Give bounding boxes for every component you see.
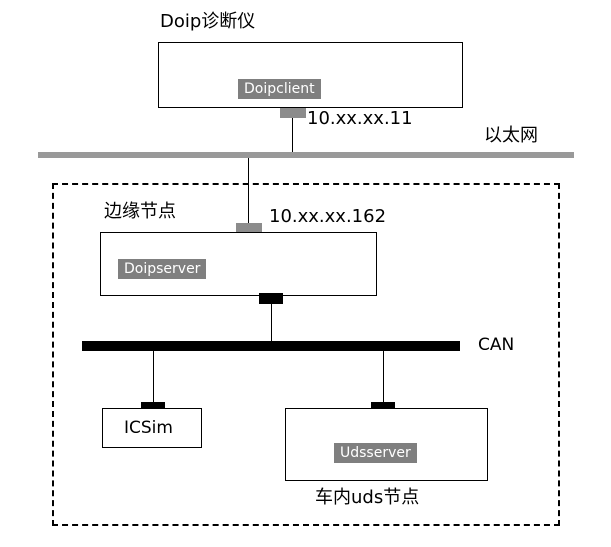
client-ethernet-link (292, 118, 293, 154)
ethernet-bus (38, 152, 574, 158)
edge-ip-label: 10.xx.xx.162 (269, 206, 387, 227)
doipserver-tag: Doipserver (118, 259, 207, 279)
edge-node-title: 边缘节点 (104, 201, 176, 222)
icsim-can-link (153, 351, 154, 402)
icsim-label: ICSim (124, 418, 173, 438)
can-label: CAN (478, 335, 515, 355)
edge-ethernet-link (248, 158, 249, 223)
ethernet-label: 以太网 (484, 125, 538, 146)
client-ip-label: 10.xx.xx.11 (307, 108, 413, 129)
udsserver-tag: Udsserver (334, 443, 417, 463)
diagnostic-tool-title: Doip诊断仪 (160, 11, 256, 32)
doipclient-tag: Doipclient (238, 79, 321, 99)
icsim-can-port (141, 402, 165, 413)
uds-can-link (383, 351, 384, 402)
uds-can-port (371, 402, 395, 413)
client-ethernet-port (280, 108, 306, 118)
icsim-box (102, 408, 202, 448)
edge-can-link (271, 304, 272, 342)
uds-node-title: 车内uds节点 (315, 487, 420, 508)
edge-can-port (259, 293, 283, 304)
can-bus (82, 341, 460, 351)
edge-ethernet-port (236, 223, 262, 233)
edge-node-container (52, 183, 560, 526)
